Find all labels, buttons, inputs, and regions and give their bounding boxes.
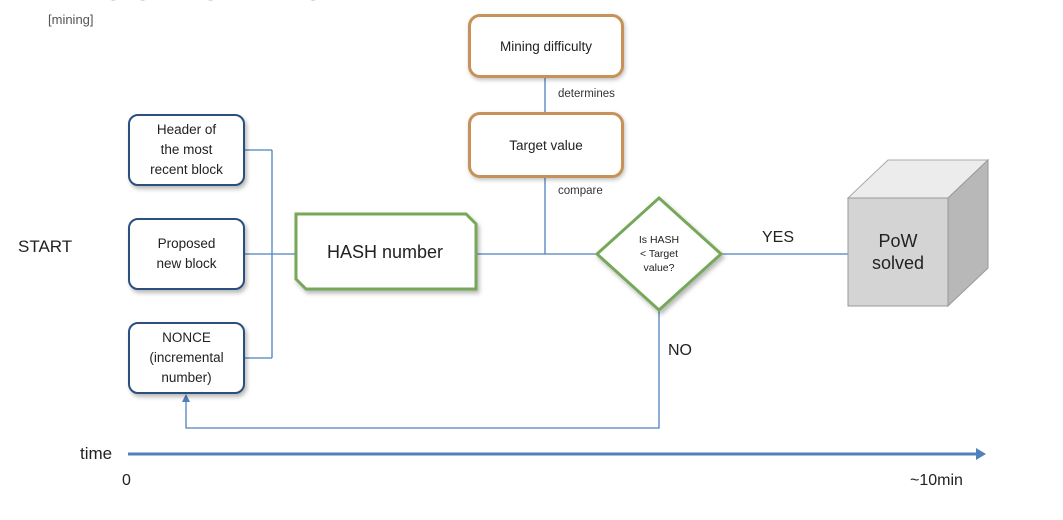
decision-text: Is HASH < Target value? [638,234,680,274]
proposed-block-box: Proposed new block [128,218,245,290]
start-label: START [18,237,73,256]
timeline-label: time [80,444,113,463]
nonce-box: NONCE (incremental number) [128,322,245,394]
compare-label: compare [558,185,603,197]
target-value-box: Target value [468,112,624,178]
hash-label: HASH number [326,242,444,262]
header-box: Header of the most recent block [128,114,245,186]
timeline-start: 0 [122,472,131,489]
no-label: NO [668,342,692,359]
connectors [185,78,848,429]
cube-front [847,197,949,307]
arrow-to-nonce [182,394,190,402]
timeline-end: ~10min [910,472,963,489]
timeline-axis [128,448,986,460]
mining-difficulty-box: Mining difficulty [468,14,624,78]
pow-cube [846,158,990,308]
decision-diamond [594,195,724,313]
pow-solved-label: PoW solved [871,231,925,273]
determines-label: determines [558,88,615,100]
hash-box [294,212,478,291]
yes-label: YES [762,229,795,246]
page-title: PROOF OF WORK [48,0,384,8]
page-tag: [mining] [48,12,94,27]
connector-no-loop [185,310,660,429]
